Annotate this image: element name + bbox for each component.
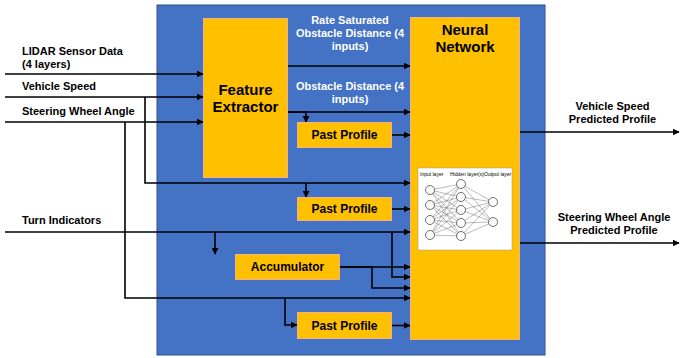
- neuron: [457, 219, 466, 228]
- turn-branch: [392, 232, 410, 277]
- past-profile: Past Profile: [297, 197, 392, 221]
- layer-label: Hidden layer(s): [450, 171, 484, 177]
- layer-label: Input layer: [420, 171, 444, 177]
- accumulator: Accumulator: [235, 254, 340, 280]
- node-title: Past Profile: [311, 319, 377, 333]
- output-label: Vehicle Speed Predicted Profile: [555, 100, 670, 126]
- neuron: [426, 201, 435, 210]
- network-link: [461, 197, 493, 202]
- edge-label-box: Rate Saturated Obstacle Distance (4 inpu…: [292, 14, 408, 53]
- neuron: [489, 198, 498, 207]
- layer-label: Output layer: [484, 171, 511, 177]
- network-link: [430, 223, 461, 235]
- network-links: [430, 184, 493, 236]
- output-wire: [520, 131, 679, 133]
- signal-connector: [340, 267, 410, 288]
- feature-extractor: Feature Extractor: [203, 18, 288, 178]
- signal-connector: [288, 112, 306, 122]
- layer-label: Output layer: [484, 171, 510, 177]
- input-label: Steering Wheel Angle: [22, 105, 135, 117]
- network-link: [461, 184, 493, 222]
- network-link: [430, 197, 461, 220]
- signal-connector: [392, 325, 410, 327]
- network-link: [430, 190, 461, 223]
- network-link: [430, 210, 461, 220]
- speed-wire: [5, 96, 203, 98]
- network-link: [461, 202, 493, 236]
- neuron: [426, 186, 435, 195]
- layer-label: Hidden layer(s): [450, 171, 480, 177]
- signal-connector: [392, 208, 410, 210]
- network-link: [461, 202, 493, 223]
- neuron: [457, 206, 466, 215]
- network-link: [461, 210, 493, 222]
- edge-label: Rate Saturated Obstacle Distance (4 inpu…: [296, 14, 404, 52]
- input-label: Turn Indicators: [22, 214, 101, 226]
- edge-label-box: Obstacle Distance (4 inputs): [292, 80, 408, 106]
- turn-wire: [5, 231, 410, 233]
- node-title: Neural Network: [415, 21, 515, 55]
- lidar-wire: [5, 73, 203, 75]
- node-title: Feature Extractor: [208, 81, 283, 115]
- node-title: Accumulator: [251, 260, 324, 274]
- past-profile: Past Profile: [297, 122, 392, 148]
- turn-branch: [214, 232, 216, 254]
- node-title: Past Profile: [311, 202, 377, 216]
- network-link: [461, 202, 493, 210]
- signal-connector: [392, 134, 410, 136]
- layer-label: Input layer: [420, 171, 443, 177]
- network-link: [430, 197, 461, 235]
- steering-wire: [5, 121, 203, 123]
- neuron: [457, 232, 466, 241]
- neuron: [489, 218, 498, 227]
- input-label: Vehicle Speed: [22, 80, 142, 93]
- network-image: [418, 168, 512, 250]
- output-label: Steering Wheel Angle Predicted Profile: [558, 211, 671, 236]
- edge-label: Obstacle Distance (4 inputs): [296, 80, 404, 105]
- input-label: LIDAR Sensor Data (4 layers): [22, 45, 132, 71]
- past-profile: Past Profile: [297, 312, 392, 339]
- system-panel: [157, 5, 545, 355]
- neuron: [457, 193, 466, 202]
- signal-connector: [288, 65, 410, 67]
- neuron: [426, 216, 435, 225]
- neuron: [457, 180, 466, 189]
- neuron: [426, 231, 435, 240]
- signal-wires: [5, 74, 679, 325]
- network-link: [461, 222, 493, 236]
- input-label: Steering Wheel Angle: [22, 105, 144, 118]
- input-label: Turn Indicators: [22, 214, 142, 227]
- network-link: [461, 184, 493, 202]
- output-label: Steering Wheel Angle Predicted Profile: [553, 211, 675, 237]
- steering-branch: [285, 298, 297, 325]
- input-label: LIDAR Sensor Data (4 layers): [22, 45, 123, 70]
- output-wire: [520, 242, 679, 244]
- network-neurons: [426, 180, 498, 241]
- speed-branch: [305, 183, 307, 197]
- node-title: Past Profile: [311, 128, 377, 142]
- input-label: Vehicle Speed: [22, 80, 96, 92]
- network-link: [430, 190, 461, 210]
- output-label: Vehicle Speed Predicted Profile: [569, 100, 656, 125]
